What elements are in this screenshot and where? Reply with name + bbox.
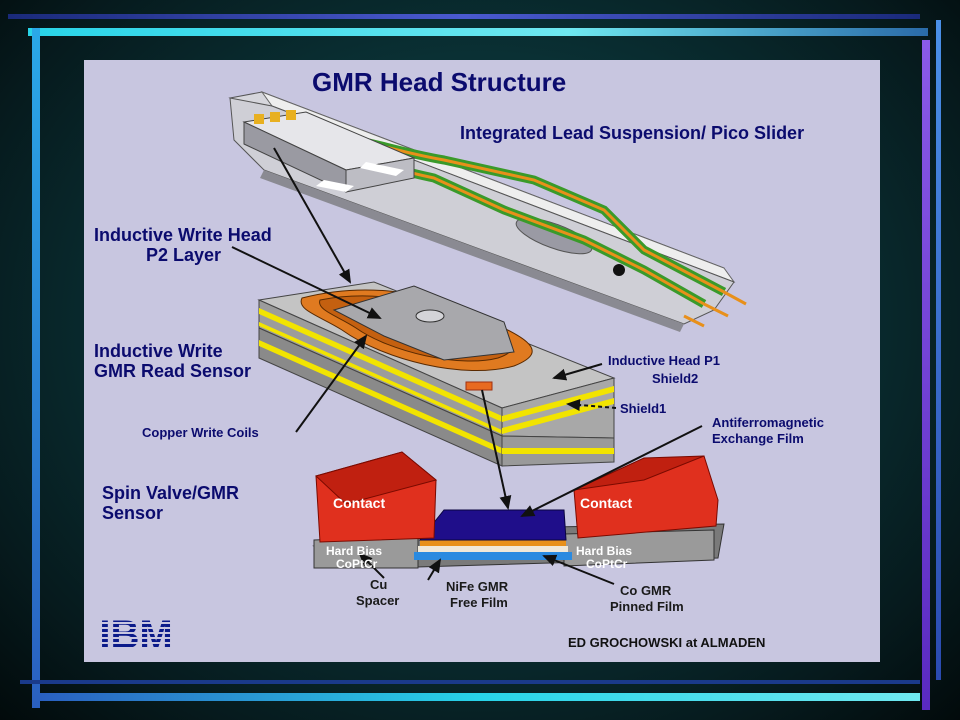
frame-bar-top-cyan [28, 28, 928, 36]
label-contact-left: Contact [333, 495, 386, 511]
label-bias-left-line1: Hard Bias [326, 544, 383, 558]
ibm-logo-mark: IBM [99, 614, 172, 654]
frame-bar-bottom-dark [20, 680, 920, 684]
label-suspension: Integrated Lead Suspension/ Pico Slider [460, 123, 805, 143]
label-write-read-line1: Inductive Write [94, 341, 223, 361]
credit-text: ED GROCHOWSKI at ALMADEN [568, 635, 766, 650]
label-cu-line1: Cu [370, 577, 388, 592]
label-spin-valve-line2: Sensor [102, 503, 164, 523]
label-nife-line1: NiFe GMR [446, 579, 509, 594]
frame-bar-top-blue [8, 14, 920, 19]
label-write-head-p2-line2: P2 Layer [146, 245, 222, 265]
label-write-head-p2-line1: Inductive Write Head [94, 225, 272, 245]
label-afm-line1: Antiferromagnetic [712, 415, 824, 430]
frame-bar-right-purple [922, 40, 930, 710]
ibm-logo-text: IBM [99, 614, 172, 654]
label-spin-valve-line1: Spin Valve/GMR [102, 483, 240, 503]
label-bias-left-line2: CoPtCr [336, 557, 378, 571]
spin-valve-sensor [312, 451, 725, 569]
frame-bar-bottom-cyan [40, 693, 920, 701]
label-bias-right-line1: Hard Bias [576, 544, 633, 558]
leader-lines [231, 147, 703, 585]
label-p1-line2: Shield2 [652, 371, 699, 386]
frame-bar-left-blue [32, 28, 40, 708]
pico-slider [242, 110, 416, 193]
gmr-head-diagram [228, 90, 747, 585]
label-write-read-line2: GMR Read Sensor [94, 361, 252, 381]
label-p1-line1: Inductive Head P1 [608, 353, 720, 368]
label-co-line1: Co GMR [620, 583, 672, 598]
page-title: GMR Head Structure [312, 67, 567, 97]
head-block [257, 281, 616, 467]
label-cu-line2: Spacer [356, 593, 400, 608]
ibm-logo: IBM [86, 614, 186, 654]
label-co-line2: Pinned Film [610, 599, 684, 614]
frame-bar-right-outer [936, 20, 941, 680]
label-copper-coils: Copper Write Coils [142, 425, 259, 440]
slide-panel: Integrated Lead Suspension/ Pico Slider … [84, 60, 880, 662]
label-bias-right-line2: CoPtCr [586, 557, 628, 571]
label-shield1: Shield1 [620, 401, 667, 416]
label-nife-line2: Free Film [450, 595, 508, 610]
label-afm-line2: Exchange Film [712, 431, 804, 446]
label-contact-right: Contact [580, 495, 633, 511]
